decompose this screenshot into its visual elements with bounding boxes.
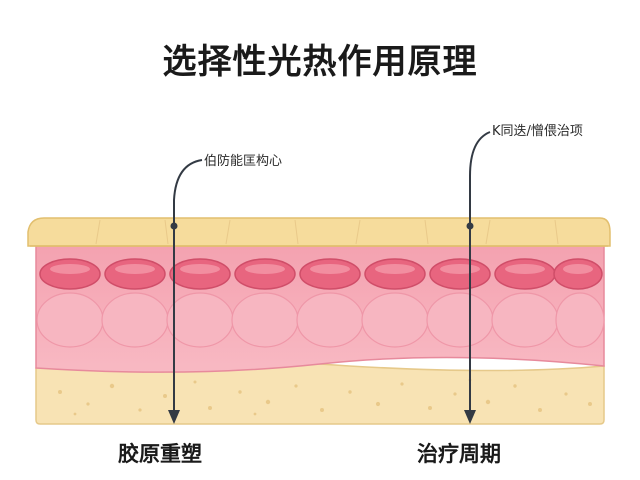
callout-right-label: K同迭/憎偎治项 (492, 124, 583, 139)
right-arrow-head (464, 410, 476, 424)
bottom-label-right: 治疗周期 (417, 442, 501, 466)
lower-cell-row (36, 292, 605, 348)
upper-cell-highlights (50, 264, 593, 274)
left-arrow-dot (170, 222, 178, 230)
callout-left-label: 伯防能匡构心 (204, 154, 283, 169)
epidermis-lines (95, 219, 559, 245)
right-pointer-arrow (469, 131, 491, 412)
right-arrow-dot (466, 222, 474, 230)
bottom-label-left: 胶原重塑 (118, 442, 202, 466)
left-pointer-arrow (173, 159, 203, 412)
page-title: 选择性光热作用原理 (162, 42, 478, 82)
upper-cell-row (39, 258, 603, 290)
fat-dots (58, 378, 592, 416)
epidermis-layer (27, 217, 611, 247)
left-arrow-head (168, 410, 180, 424)
